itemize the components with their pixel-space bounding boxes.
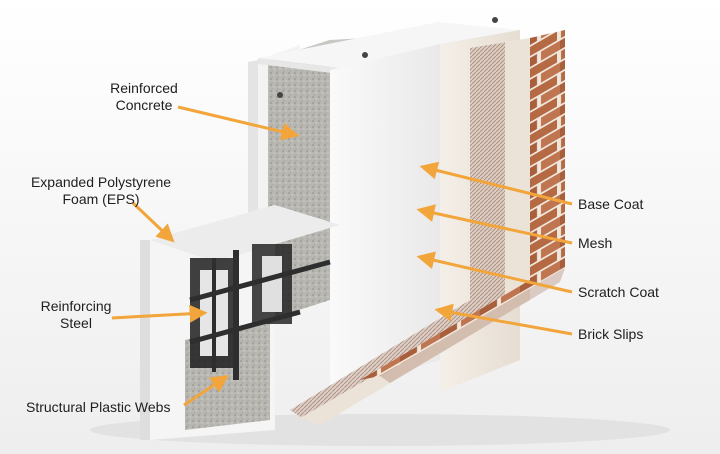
arrow-eps — [131, 201, 175, 243]
label-reinforcing-steel-line-2: Steel — [60, 315, 92, 331]
label-reinforcing-steel: Reinforcing Steel — [38, 298, 114, 332]
arrow-scratch-coat — [416, 251, 573, 294]
label-reinforced-concrete-line-2: Concrete — [115, 97, 173, 113]
label-eps-line-2: Foam (EPS) — [62, 191, 140, 207]
eps-outer-panel — [330, 44, 440, 395]
label-plastic-webs: Structural Plastic Webs — [26, 399, 171, 415]
arrow-reinforcing-steel — [111, 304, 208, 323]
label-base-coat: Base Coat — [578, 196, 644, 212]
arrow-brick-slips — [434, 303, 573, 336]
arrow-reinforced-concrete — [177, 105, 300, 141]
arrow-mesh — [416, 204, 573, 245]
label-scratch-coat: Scratch Coat — [578, 284, 659, 300]
arrow-base-coat — [419, 161, 573, 206]
brick-slip-layer — [360, 30, 565, 380]
label-brick-slips: Brick Slips — [578, 326, 644, 342]
label-reinforced-concrete-line-1: Reinforced — [110, 80, 178, 96]
label-reinforcing-steel-line-1: Reinforcing — [40, 298, 112, 314]
label-eps-line-1: Expanded Polystyrene — [30, 174, 172, 190]
arrow-plastic-webs — [183, 375, 229, 407]
callout-arrows — [111, 105, 573, 407]
label-mesh: Mesh — [578, 235, 613, 251]
label-eps: Expanded Polystyrene Foam (EPS) — [26, 174, 176, 208]
label-reinforced-concrete: Reinforced Concrete — [108, 80, 180, 114]
scratch-coat-layer — [300, 38, 530, 425]
